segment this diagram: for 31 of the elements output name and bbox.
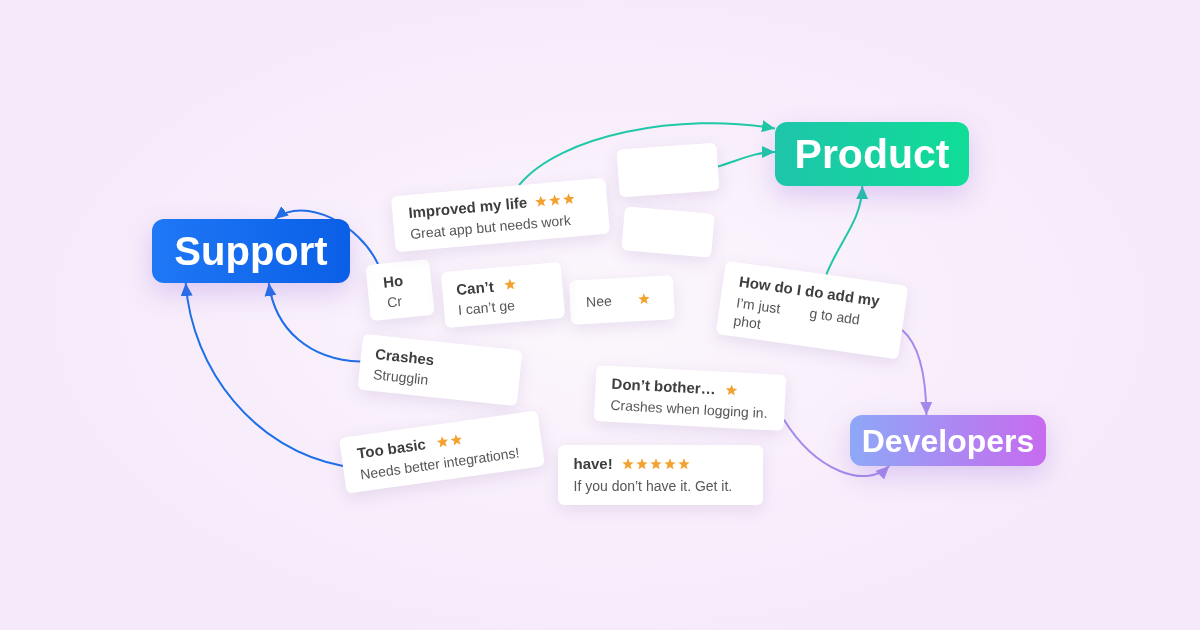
review-text: I can’t ge [457, 297, 516, 318]
review-card [616, 142, 720, 198]
arrow [518, 120, 776, 187]
arrow [716, 146, 776, 168]
review-title: Ho [382, 271, 404, 291]
arrow [783, 418, 891, 479]
team-label: Support [152, 219, 350, 283]
review-title: Crashes [374, 345, 436, 369]
review-card [621, 206, 715, 258]
team-label: Developers [850, 415, 1046, 466]
review-title: Improved my life [407, 193, 528, 221]
review-card [568, 275, 676, 325]
arrow [273, 207, 379, 266]
review-title: Too basic [356, 435, 427, 462]
review-title: Can’t [455, 277, 495, 298]
arrow [181, 282, 344, 467]
team-label: Product [775, 122, 969, 186]
review-title: have! [573, 455, 613, 472]
arrow [901, 329, 933, 416]
review-text: Cr [386, 292, 403, 311]
review-text: I’m just [735, 294, 782, 317]
arrow [265, 282, 362, 363]
review-text: Crashes when logging in. [610, 396, 768, 422]
review-card [557, 445, 763, 505]
review-text: g to add [808, 304, 861, 328]
review-text: Strugglin [372, 366, 429, 388]
review-text: Nee [585, 292, 613, 310]
review-title: Don’t bother… [611, 374, 717, 398]
review-text: If you don’t have it. Get it. [573, 478, 733, 494]
review-card [365, 258, 435, 322]
arrow [825, 185, 868, 276]
